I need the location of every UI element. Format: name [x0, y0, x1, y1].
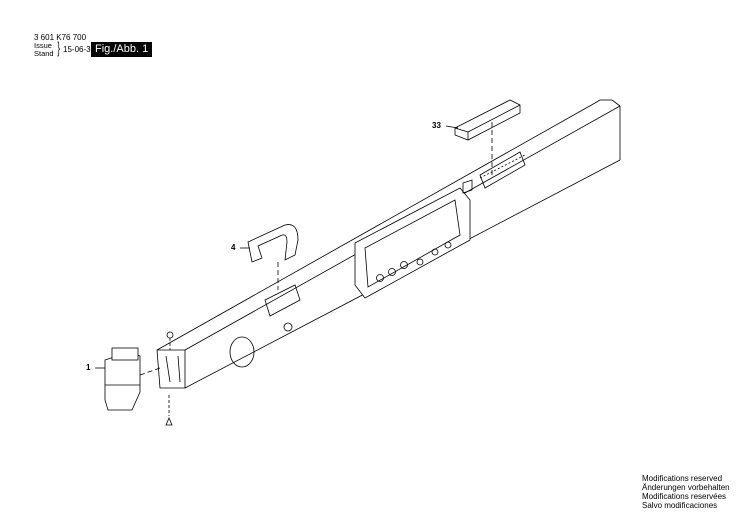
brace: }: [57, 40, 61, 57]
callout-33: 33: [432, 121, 441, 130]
stand-label: Stand: [34, 49, 54, 58]
footer-line: Änderungen vorbehalten: [642, 483, 730, 492]
callout-1: 1: [86, 363, 91, 372]
footer-line: Modifications reservées: [642, 492, 727, 501]
part-4-bracket: [240, 224, 299, 290]
footer-line: Salvo modificaciones: [642, 501, 718, 510]
part-1-end-cap: [95, 331, 174, 426]
footer-line: Modifications reserved: [642, 474, 723, 483]
level-body: [156, 99, 621, 389]
modifications-notice: Modifications reserved Änderungen vorbeh…: [642, 474, 730, 510]
part-33-cover: [445, 99, 521, 175]
issue-date: 15-06-30: [63, 45, 96, 54]
issue-label: Issue: [34, 41, 52, 50]
callout-4: 4: [231, 243, 236, 252]
part-number: 3 601 K76 700: [34, 33, 87, 42]
issue-stand-label: Issue Stand: [34, 42, 54, 58]
figure-label: Fig./Abb. 1: [91, 42, 153, 57]
